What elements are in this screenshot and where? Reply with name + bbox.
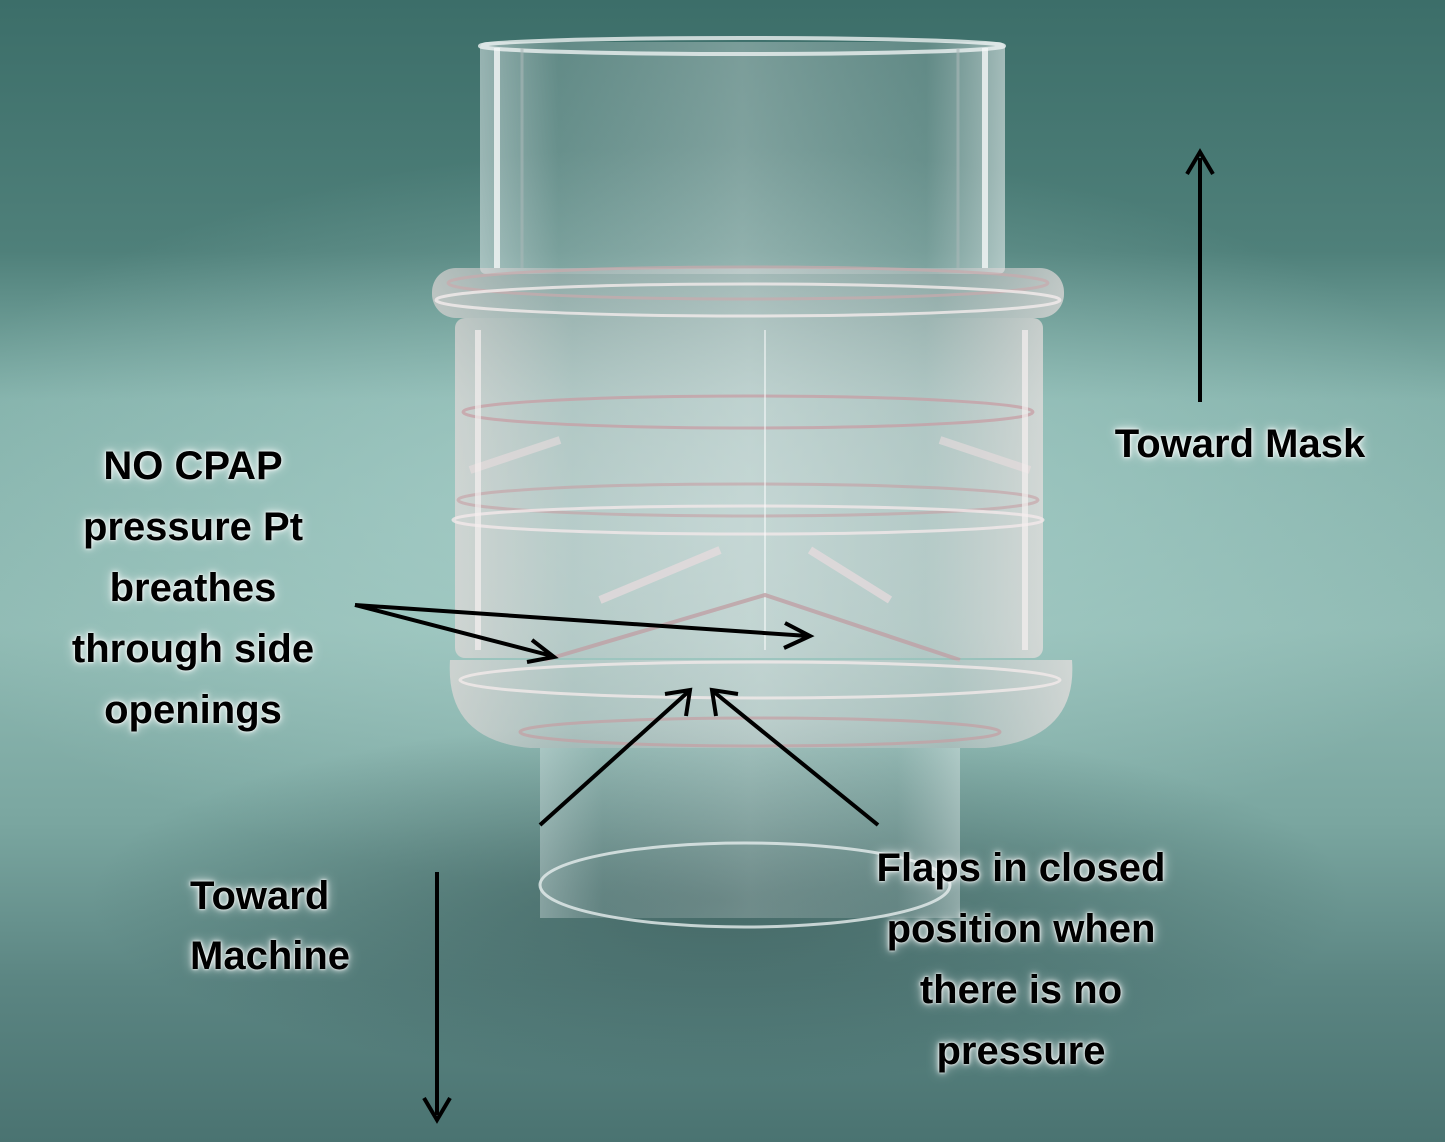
toward-mask-label: Toward Mask — [1090, 414, 1390, 475]
annotation-line: Toward — [190, 874, 330, 918]
annotation-line: Toward Mask — [1114, 422, 1366, 466]
up-arrow-icon — [1185, 148, 1215, 176]
toward-machine-arrow — [422, 872, 452, 1124]
valve-top-tube — [478, 36, 1006, 274]
pointer-arrow-icon — [664, 687, 693, 717]
down-arrow-icon — [422, 1096, 452, 1124]
toward-machine-label: Toward Machine — [170, 866, 400, 986]
valve-collar — [432, 265, 1064, 318]
toward-mask-arrow — [1185, 148, 1215, 402]
no-cpap-annotation: NO CPAP pressure Pt breathes through sid… — [30, 436, 356, 741]
annotation-line: there is no — [919, 968, 1123, 1012]
flaps-pointer-arrows — [538, 687, 880, 827]
pointer-arrow-icon — [709, 687, 739, 717]
pointer-arrow-icon — [783, 621, 815, 650]
valve-bottom-flange — [449, 660, 1073, 748]
annotation-line: Machine — [190, 934, 351, 978]
annotation-line: Flaps in closed — [876, 846, 1166, 890]
annotation-line: openings — [104, 688, 282, 732]
flaps-annotation: Flaps in closed position when there is n… — [845, 838, 1197, 1082]
side-openings-pointer-arrows — [354, 603, 815, 664]
pointer-arrow-icon — [526, 638, 559, 664]
annotation-line: through side — [71, 627, 315, 671]
valve-body — [451, 318, 1045, 662]
valve-lower-tube — [538, 748, 960, 929]
annotation-line: breathes — [109, 566, 277, 610]
annotation-line: pressure Pt — [82, 505, 304, 549]
annotation-line: position when — [886, 907, 1156, 951]
annotation-line: pressure — [936, 1029, 1106, 1073]
annotation-line: NO CPAP — [103, 444, 283, 488]
